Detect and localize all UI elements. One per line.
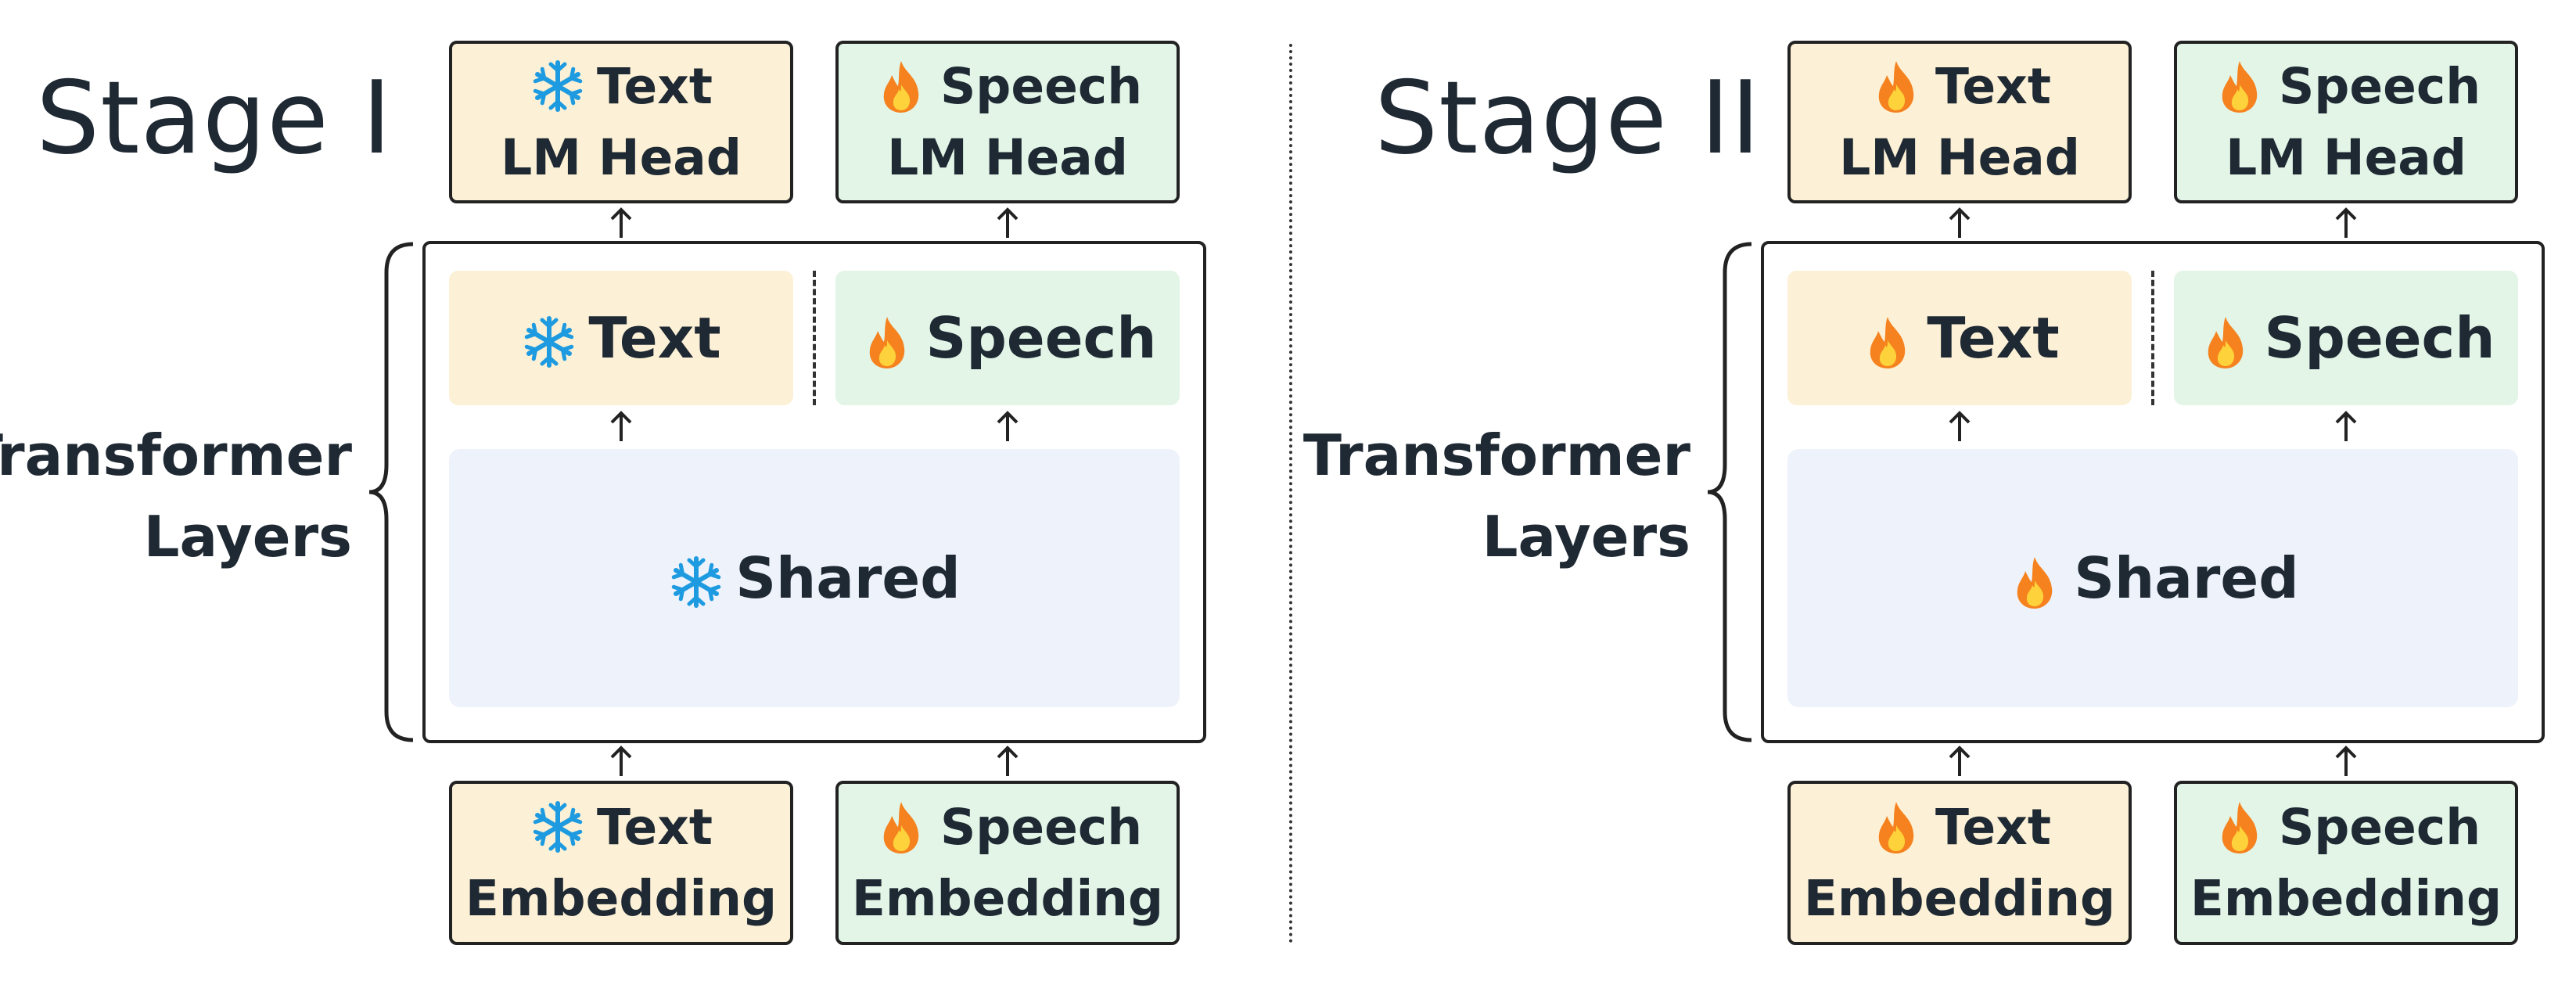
- text-branch-label: Text: [588, 304, 721, 371]
- text-branch-label: Text: [1927, 304, 2060, 371]
- stage-2-panel: Stage II Text LM Head Speech LM Head Tra…: [1303, 0, 2576, 981]
- text-embedding: Text Embedding: [1787, 781, 2132, 945]
- stage-title: Stage I: [36, 60, 393, 177]
- arrow-up-icon: [997, 746, 1019, 776]
- fire-icon: [2007, 550, 2063, 609]
- speech-branch-layer: Speech: [835, 271, 1180, 405]
- branch-divider: [2151, 271, 2154, 405]
- speech-lm-head-label: Speech: [2278, 57, 2481, 115]
- speech-embedding-label: Speech: [940, 798, 1143, 856]
- stage-divider: [1289, 44, 1292, 943]
- fire-icon: [1859, 310, 1916, 368]
- arrow-up-icon: [2335, 207, 2357, 238]
- text-embedding-label: Text: [596, 798, 713, 856]
- fire-icon: [1868, 58, 1924, 114]
- transformer-label-line2: Layers: [143, 504, 352, 570]
- fire-icon: [1868, 799, 1924, 855]
- fire-icon: [2211, 799, 2268, 855]
- snowflake-icon: [521, 310, 577, 368]
- text-branch-layer: Text: [449, 271, 793, 405]
- text-lm-head: Text LM Head: [1787, 41, 2132, 203]
- text-lm-head-sublabel: LM Head: [501, 129, 742, 186]
- speech-lm-head: Speech LM Head: [835, 41, 1180, 203]
- left-brace-icon: [1707, 242, 1752, 742]
- transformer-label-line1: Transformer: [1302, 422, 1690, 488]
- text-lm-head-label: Text: [1935, 57, 2052, 115]
- speech-branch-layer: Speech: [2174, 271, 2518, 405]
- transformer-label-line2: Layers: [1482, 504, 1690, 570]
- stage-title: Stage II: [1374, 60, 1762, 177]
- speech-embedding-sublabel: Embedding: [2190, 870, 2502, 927]
- arrow-up-icon: [610, 207, 632, 238]
- transformer-layers-label: Transformer Layers: [0, 415, 352, 578]
- text-embedding-label: Text: [1935, 798, 2052, 856]
- stage-1-panel: Stage I: [0, 41, 1206, 945]
- shared-label: Shared: [2074, 544, 2299, 611]
- transformer-layers-label: Transformer Layers: [1303, 415, 1690, 578]
- branch-divider: [813, 271, 816, 405]
- arrow-up-icon: [1949, 207, 1971, 238]
- speech-lm-head: Speech LM Head: [2174, 41, 2518, 203]
- snowflake-icon: [530, 799, 586, 855]
- text-branch-layer: Text: [1787, 271, 2132, 405]
- snowflake-icon: [530, 58, 586, 114]
- speech-lm-head-sublabel: LM Head: [887, 129, 1128, 186]
- speech-embedding-sublabel: Embedding: [851, 870, 1164, 927]
- arrow-up-icon: [2335, 411, 2357, 441]
- arrow-up-icon: [997, 207, 1019, 238]
- text-embedding: Text Embedding: [449, 781, 793, 945]
- text-lm-head-sublabel: LM Head: [1839, 129, 2080, 186]
- left-brace-icon: [368, 242, 414, 742]
- arrow-up-icon: [997, 411, 1019, 441]
- speech-branch-label: Speech: [925, 304, 1157, 371]
- speech-lm-head-sublabel: LM Head: [2226, 129, 2466, 186]
- speech-embedding: Speech Embedding: [2174, 781, 2518, 945]
- shared-label: Shared: [735, 544, 961, 611]
- speech-embedding-label: Speech: [2278, 798, 2481, 856]
- arrow-up-icon: [610, 411, 632, 441]
- shared-layer: Shared: [449, 449, 1180, 707]
- fire-icon: [859, 310, 915, 368]
- fire-icon: [2197, 310, 2254, 368]
- speech-branch-label: Speech: [2264, 304, 2495, 371]
- arrow-up-icon: [2335, 746, 2357, 776]
- text-embedding-sublabel: Embedding: [465, 870, 778, 927]
- fire-icon: [873, 799, 929, 855]
- speech-lm-head-label: Speech: [940, 57, 1143, 115]
- fire-icon: [873, 58, 929, 114]
- snowflake-icon: [668, 550, 724, 608]
- text-lm-head-label: Text: [596, 57, 713, 115]
- fire-icon: [2211, 58, 2268, 114]
- shared-layer: Shared: [1787, 449, 2518, 707]
- text-embedding-sublabel: Embedding: [1803, 870, 2116, 927]
- speech-embedding: Speech Embedding: [835, 781, 1180, 945]
- arrow-up-icon: [610, 746, 632, 776]
- text-lm-head: Text LM Head: [449, 41, 793, 203]
- transformer-label-line1: Transformer: [0, 422, 352, 488]
- arrow-up-icon: [1949, 411, 1971, 441]
- arrow-up-icon: [1949, 746, 1971, 776]
